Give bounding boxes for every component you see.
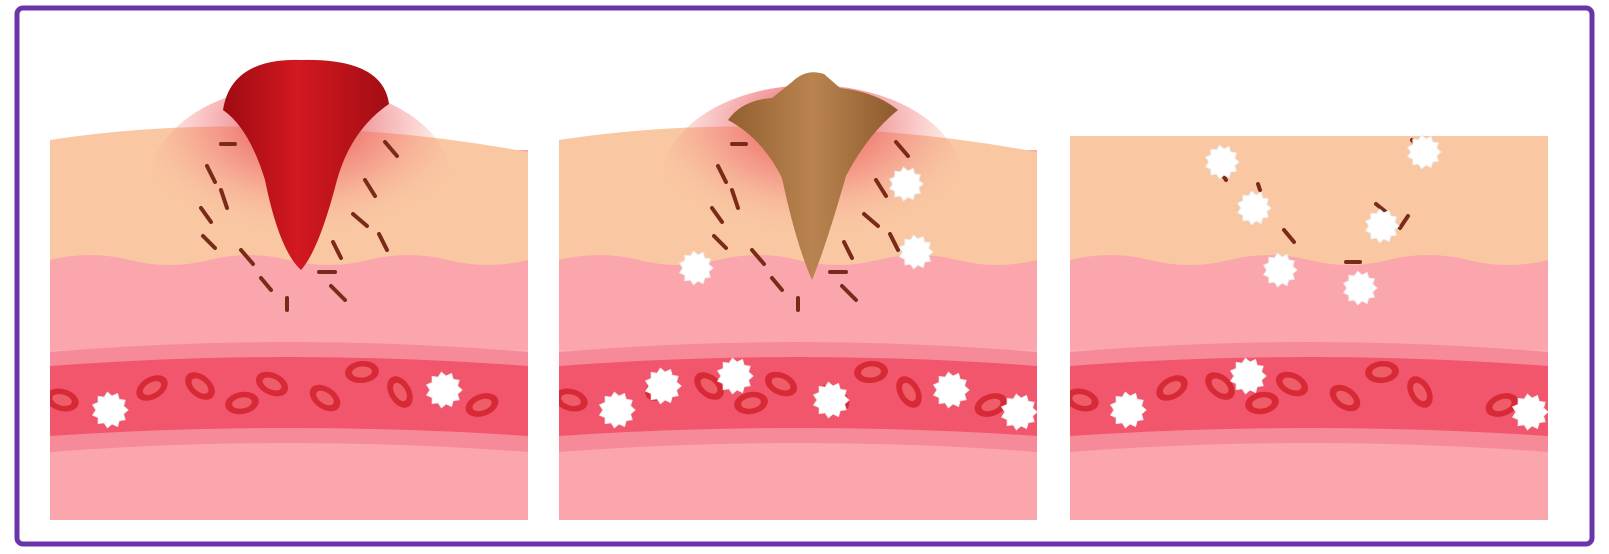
epidermis-layer [1070, 136, 1548, 265]
tissue-dash [1258, 184, 1260, 190]
blood-vessel-lumen [1070, 357, 1548, 436]
